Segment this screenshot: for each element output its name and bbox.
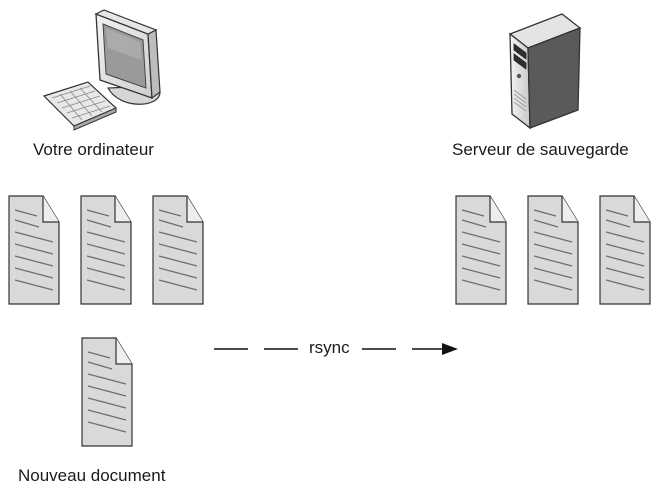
server-document-icon-3: [599, 195, 651, 305]
computer-label: Votre ordinateur: [33, 140, 154, 159]
server-label: Serveur de sauvegarde: [452, 140, 629, 159]
server-icon: [508, 13, 582, 130]
server-document-icon-1: [455, 195, 507, 305]
computer-icon: [42, 9, 161, 131]
local-document-icon-2: [80, 195, 132, 305]
new-document-label: Nouveau document: [18, 466, 166, 485]
new-document-icon: [81, 337, 133, 447]
local-document-icon-3: [152, 195, 204, 305]
local-document-icon-1: [8, 195, 60, 305]
server-document-icon-2: [527, 195, 579, 305]
rsync-arrow: [214, 343, 458, 355]
rsync-label: rsync: [309, 338, 350, 357]
